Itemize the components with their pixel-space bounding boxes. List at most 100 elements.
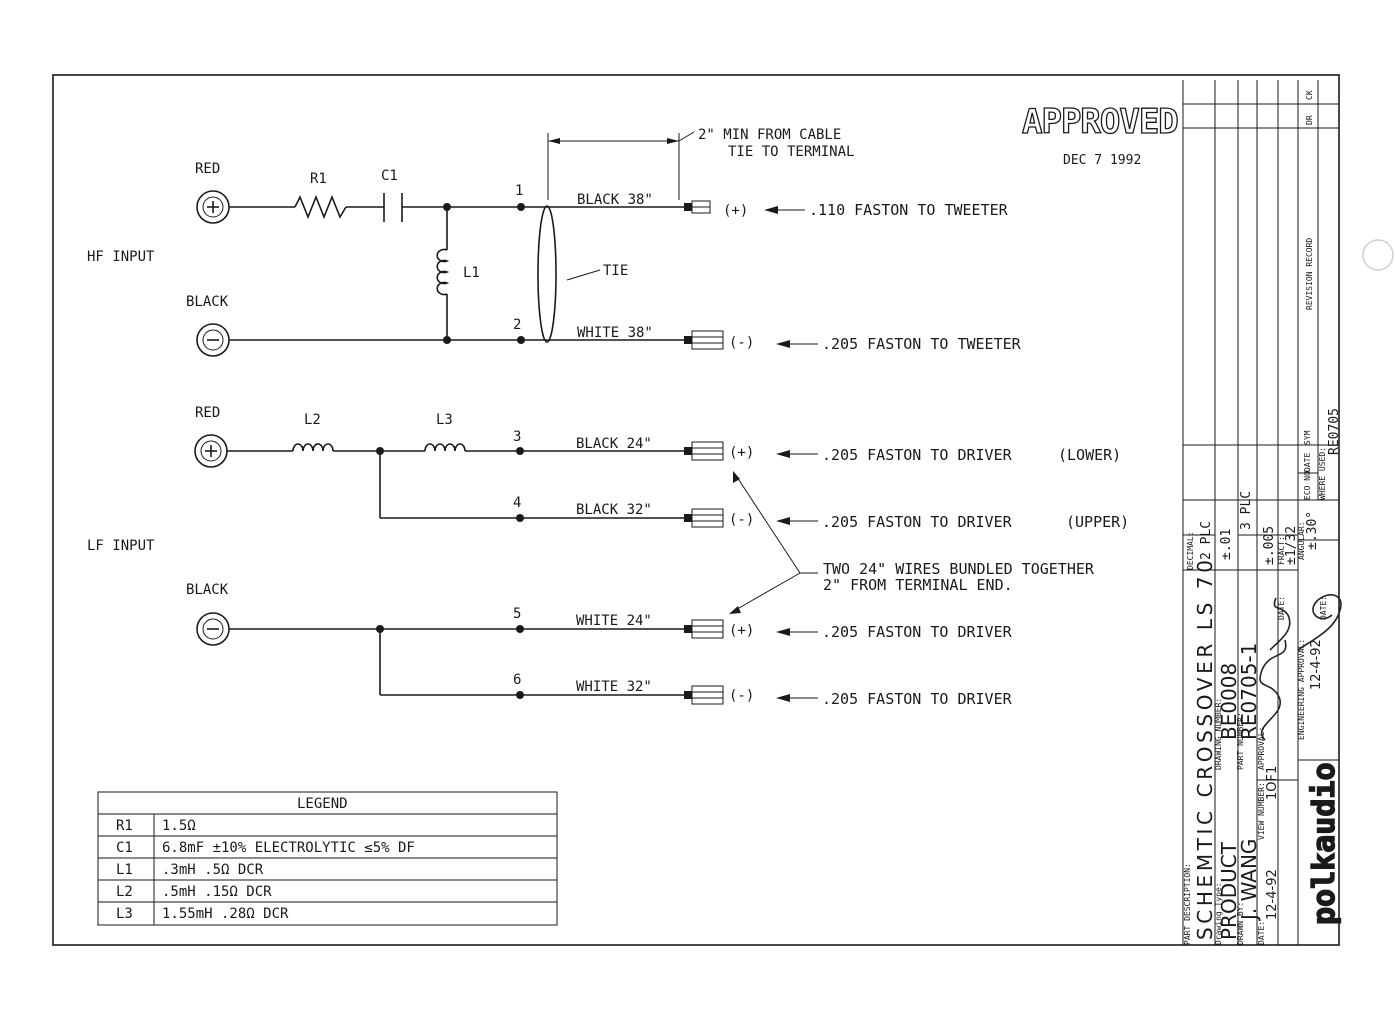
l1-label: L1 [463,265,480,281]
l2-label: L2 [304,412,321,428]
wire3-faston [684,441,724,461]
l2-inductor [292,443,334,452]
legend-desc: 1.5Ω [162,818,196,834]
lf-input-label: LF INPUT [87,538,155,554]
part-description: SCHEMTIC CROSSOVER LS 70 [1193,560,1217,940]
bundle-leader [729,471,818,614]
legend-ref: L2 [116,884,133,900]
wire3-note: .205 FASTON TO DRIVER [822,446,1013,464]
date-drawn: 12-4-92 [1265,869,1280,920]
wire6-faston [684,685,724,705]
angular-label: ANGULAR: [1297,521,1306,560]
part-number-label: PART NUMBER: [1236,712,1245,770]
wire2-note: .205 FASTON TO TWEETER [822,335,1022,353]
tolerance-angular: ±.30° [1305,511,1320,550]
wire3-polarity: (+) [729,445,754,461]
ck-label: CK [1305,90,1314,100]
wire4-note: .205 FASTON TO DRIVER [822,513,1013,531]
wire4-label: BLACK 32" [576,502,652,518]
wire4-extra: (UPPER) [1066,513,1129,531]
fract-label: FRACT: [1277,536,1286,565]
wire1-note: .110 FASTON TO TWEETER [809,201,1009,219]
drawn-by: J. WANG [1237,839,1261,922]
wire6-number: 6 [513,672,521,688]
lf-negative-terminal [196,612,230,646]
eco-label: ECO NO. [1303,466,1312,500]
drawing-border [52,74,1340,946]
wire1-label: BLACK 38" [577,192,653,208]
drawing-number: BE0008 [1217,663,1241,740]
legend-table [97,791,558,926]
approval-label: APPROVAL: [1257,727,1266,770]
sym-column-label: SYM [1303,430,1312,445]
three-plc: 3 PLC [1239,491,1254,530]
legend-title: LEGEND [297,796,348,812]
wire6-polarity: (-) [729,688,754,704]
drawing-number-label: DRAWING NUMBER: [1214,698,1223,770]
handwritten-signatures [1259,594,1342,741]
part-description-label: PART DESCRIPTION: [1183,863,1192,945]
decimal-label: DECIMAL: [1186,531,1195,570]
wire6-label: WHITE 32" [576,679,652,695]
hf-positive-terminal [196,190,230,224]
dr-label: DR [1305,115,1314,125]
lf-black-label: BLACK [186,582,229,598]
tolerance-fraction: ±1/32 [1284,526,1299,565]
drawing-type-label: Drawing Type: [1214,882,1223,945]
l3-inductor [424,443,466,452]
punch-hole [1362,239,1394,271]
legend-desc: .5mH .15Ω DCR [162,884,272,900]
wire6-note: .205 FASTON TO DRIVER [822,690,1013,708]
drawing-type: PRODUCT [1217,841,1241,940]
engineering-approval-label: ENGINEERING APPROVAL: [1297,639,1306,740]
where-used-label: WHERE USED: [1318,447,1327,500]
wire5-label: WHITE 24" [576,613,652,629]
wire5-polarity: (+) [729,623,754,639]
legend-ref: C1 [116,840,133,856]
view-number: 1OF1 [1265,766,1280,800]
wire5-number: 5 [513,606,521,622]
revision-record-label: REVISION RECORD [1305,238,1314,310]
bundle-note-line1: TWO 24" WIRES BUNDLED TOGETHER [823,560,1095,578]
hf-negative-terminal [196,323,230,357]
lf-red-label: RED [195,405,220,421]
hf-red-label: RED [195,161,220,177]
wire2-polarity: (-) [729,335,754,351]
polkaudio-logo: polkaudio [1307,762,1342,925]
approved-date: DEC 7 1992 [1063,153,1141,168]
cable-tie [537,205,557,343]
tie-dimension [547,131,695,200]
hf-black-label: BLACK [186,294,229,310]
wire4-polarity: (-) [729,512,754,528]
wire2-number: 2 [513,317,521,333]
legend-ref: R1 [116,818,133,834]
two-plc: 2 PLC [1199,521,1214,560]
where-used: RE0705 [1327,408,1342,455]
approved-stamp: APPROVED [1022,102,1178,142]
l1-inductor [436,248,450,296]
date-column-label: DATE [1303,453,1312,472]
c1-label: C1 [381,168,398,184]
date-label-2: DATE: [1277,596,1286,620]
wire4-number: 4 [513,495,521,511]
dimension-note-line1: 2" MIN FROM CABLE [698,127,841,143]
wire3-label: BLACK 24" [576,436,652,452]
title-block [1183,80,1339,945]
tolerance-two-plc: ±.01 [1219,529,1234,560]
legend-desc: 1.55mH .28Ω DCR [162,906,289,922]
hf-input-label: HF INPUT [87,249,155,265]
wire5-note: .205 FASTON TO DRIVER [822,623,1013,641]
legend-ref: L3 [116,906,133,922]
date-label: DATE: [1257,921,1266,945]
wire2-faston [684,330,724,350]
legend-desc: .3mH .5Ω DCR [162,862,264,878]
drawn-by-label: DRAWN BY: [1236,902,1245,945]
wire4-faston [684,508,724,528]
wire1-polarity: (+) [723,203,748,219]
bundle-note-line2: 2" FROM TERMINAL END. [823,576,1013,594]
wire1-number: 1 [515,183,523,199]
wire2-label: WHITE 38" [577,325,653,341]
legend-ref: L1 [116,862,133,878]
l3-label: L3 [436,412,453,428]
